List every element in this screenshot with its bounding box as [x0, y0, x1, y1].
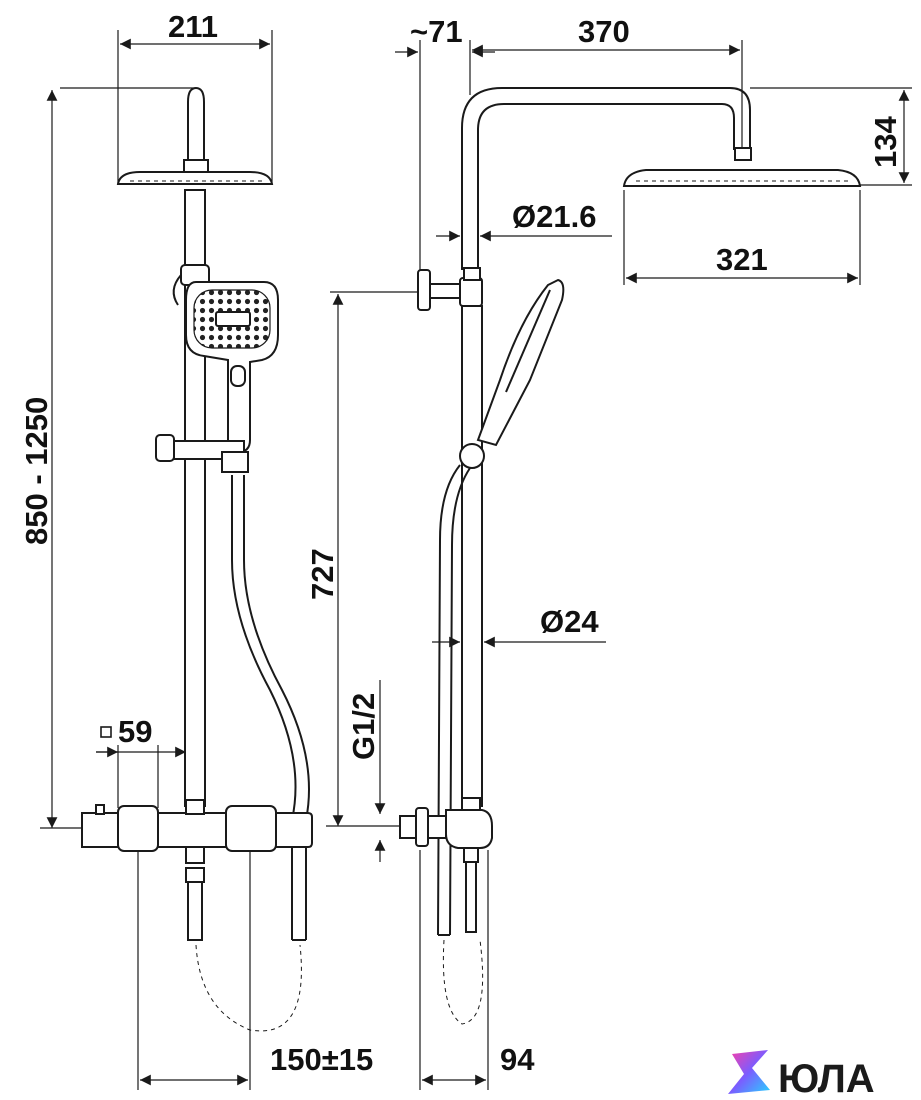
dim-holder-height: 727: [305, 548, 340, 600]
brand-logo: ЮЛА: [728, 1050, 875, 1100]
dim-head-width-side: 321: [716, 242, 768, 277]
dim-inlet-depth: 94: [500, 1042, 535, 1077]
dim-arm-projection: 370: [578, 14, 630, 49]
dim-inlet-thread: G1/2: [346, 693, 381, 760]
side-view: ~71 370 134 Ø21.6 321: [305, 14, 912, 1090]
front-view: 211: [19, 9, 373, 1090]
dim-head-drop: 134: [868, 116, 903, 168]
dim-head-width-front: 211: [168, 9, 218, 44]
dim-height-range: 850 - 1250: [19, 397, 54, 545]
dim-inlet-spacing: 150±15: [270, 1042, 373, 1077]
dim-pipe-diameter-bottom: Ø24: [540, 604, 599, 639]
logo-text: ЮЛА: [778, 1057, 875, 1100]
dim-mixer-size: 59: [118, 714, 152, 749]
dim-pipe-diameter-top: Ø21.6: [512, 199, 596, 234]
dim-wall-offset: ~71: [410, 14, 463, 49]
logo-icon: [728, 1050, 770, 1094]
